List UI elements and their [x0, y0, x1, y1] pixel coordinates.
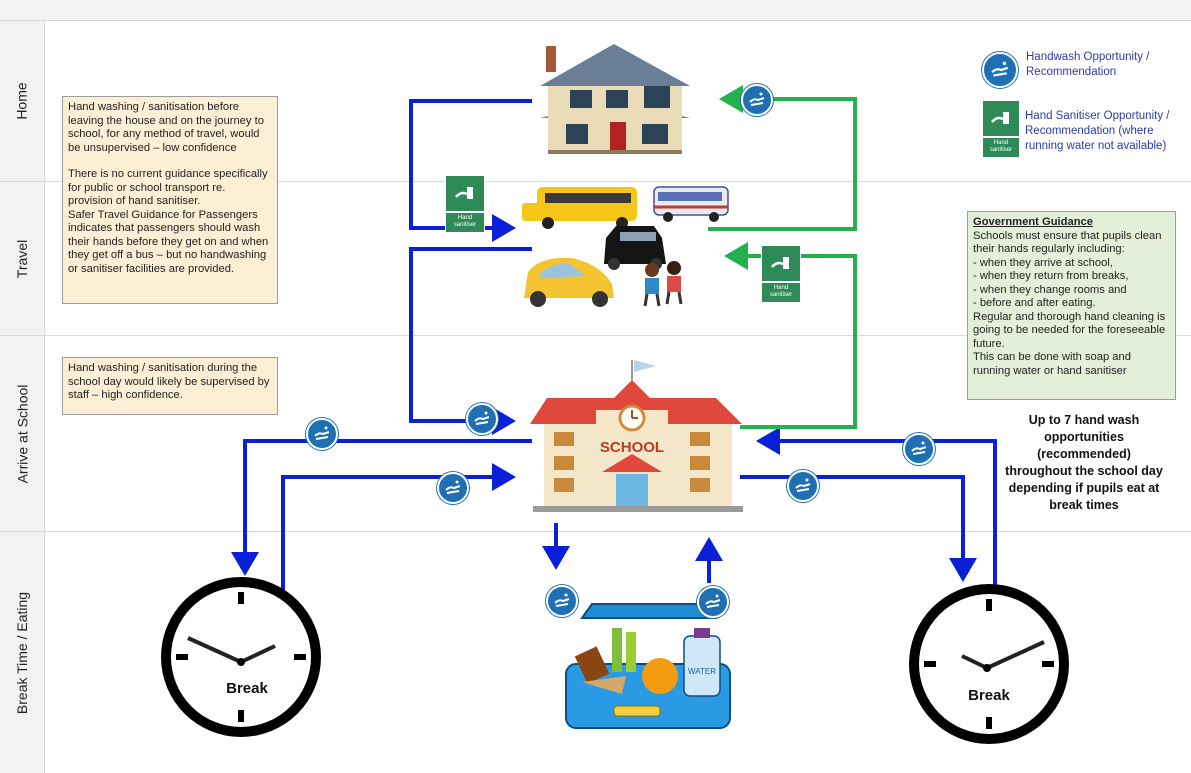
- lane-divider: [0, 335, 1191, 336]
- arrow-break-left-to-school: [281, 463, 516, 590]
- handwash-icon: [787, 470, 819, 502]
- government-guidance-note: Government Guidance Schools must ensure …: [967, 211, 1176, 400]
- legend-sanitiser-label: Hand Sanitiser Opportunity / Recommendat…: [1025, 110, 1170, 152]
- lunchbox-illustration: WATER: [565, 603, 731, 729]
- handwash-icon: [697, 586, 729, 618]
- lane-divider: [0, 531, 1191, 532]
- handwash-icon: [306, 418, 338, 450]
- legend-handwash-label: Handwash Opportunity / Recommendation: [1026, 51, 1150, 78]
- school-illustration: SCHOOL: [530, 360, 743, 512]
- lane-header-column: [0, 21, 45, 773]
- legend-sanitiser-icon: Hand sanitiser: [982, 100, 1020, 158]
- svg-text:SCHOOL: SCHOOL: [600, 439, 664, 456]
- arrow-school-to-break-right: [740, 475, 977, 582]
- travel-illustration: [522, 186, 729, 307]
- handwash-icon: [903, 433, 935, 465]
- clock-left: Break: [161, 577, 321, 737]
- handwash-icon: [741, 84, 773, 116]
- top-bar: [0, 0, 1191, 21]
- handwash-icon: [546, 585, 578, 617]
- svg-text:WATER: WATER: [688, 667, 716, 676]
- svg-text:Break: Break: [226, 680, 268, 697]
- hand-sanitiser-icon: Hand sanitiser: [445, 175, 485, 233]
- school-note: Hand washing / sanitisation during the s…: [62, 357, 278, 415]
- clock-right: Break: [909, 584, 1069, 744]
- house-illustration: [540, 44, 690, 154]
- svg-text:Break: Break: [968, 687, 1010, 704]
- lane-divider: [0, 181, 1191, 182]
- travel-note: Hand washing / sanitisation before leavi…: [62, 96, 278, 304]
- summary-text: Up to 7 hand wash opportunities (recomme…: [1005, 413, 1163, 512]
- hand-sanitiser-icon: Hand sanitiser: [761, 245, 801, 303]
- arrow-break-right-to-school: [756, 427, 997, 595]
- arrow-school-to-break-left: [231, 439, 532, 576]
- arrow-travel-to-school: [409, 247, 532, 435]
- handwash-icon: [466, 403, 498, 435]
- handwash-icon: [437, 472, 469, 504]
- arrow-travel-to-home: [708, 85, 857, 231]
- legend-handwash-icon: [982, 52, 1018, 88]
